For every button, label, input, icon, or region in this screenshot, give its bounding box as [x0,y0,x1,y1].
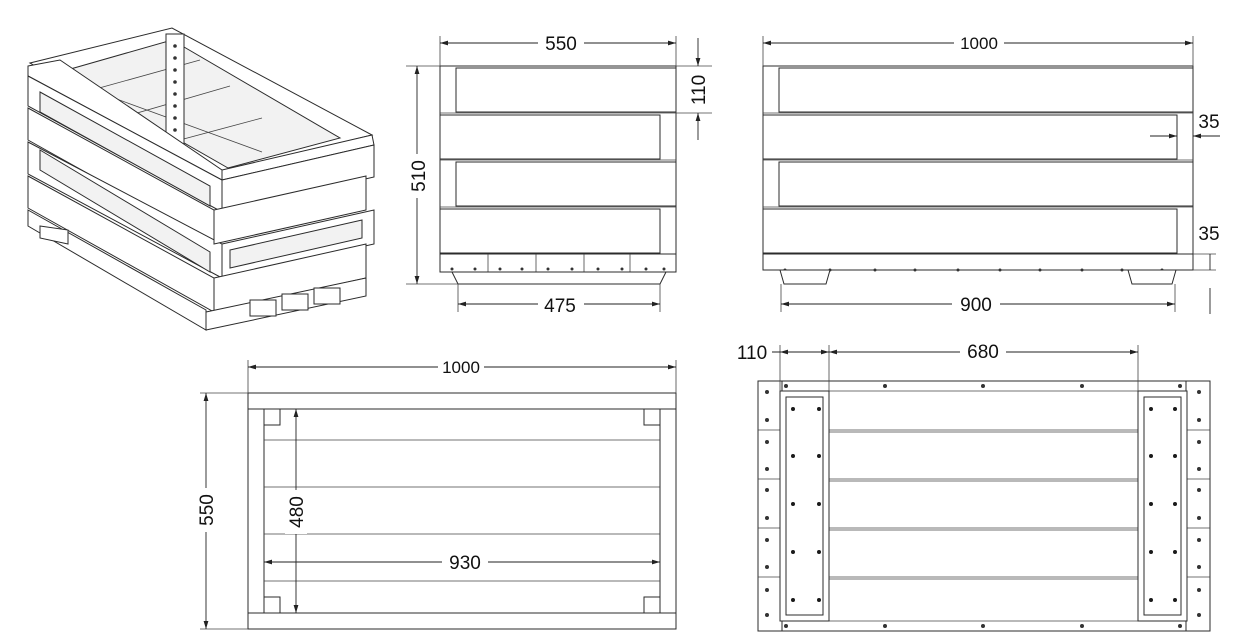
front-width-label: 550 [545,34,577,55]
corner-post [165,33,185,147]
right-cleat [1137,390,1188,622]
side-length-label: 1000 [960,34,998,53]
cleat-width-label: 110 [737,343,767,364]
top-inner-length-label: 930 [449,553,481,574]
cleat-spacing-label: 680 [967,342,999,363]
side-view: 1000 35 35 900 [762,33,1220,316]
bottom-edge-screws [765,384,1201,628]
board-height-label: 110 [689,75,710,105]
side-overhang-top-label: 35 [1198,112,1219,133]
top-length-label: 1000 [442,358,480,377]
top-width-label: 550 [197,494,218,526]
top-inner-width-label: 480 [287,496,308,528]
left-cleat [779,390,830,622]
isometric-view [27,27,375,331]
top-view: 1000 550 480 930 [196,357,677,630]
side-overhang-bottom-label: 35 [1198,224,1219,245]
side-base-length-label: 900 [960,295,992,316]
front-base-blocks [450,254,666,272]
bottom-view: 110 680 [737,341,1211,632]
front-base-width-label: 475 [544,296,576,317]
front-height-label: 510 [409,160,430,192]
front-view: 550 110 510 475 [406,32,712,317]
